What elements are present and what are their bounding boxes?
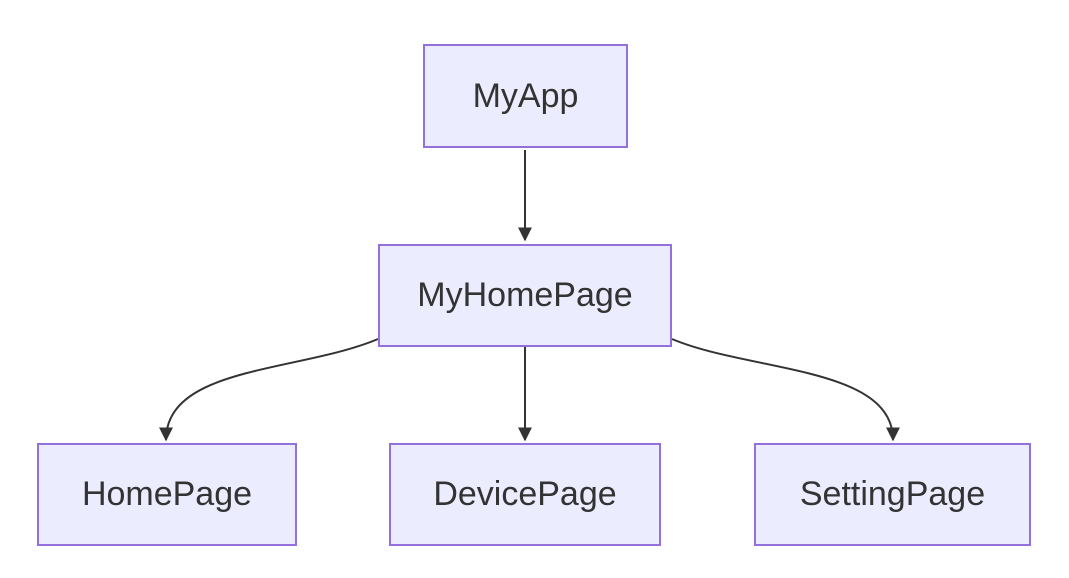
node-myapp-label: MyApp (472, 76, 579, 115)
edge-myhomepage-to-settingpage (671, 338, 900, 442)
node-settingpage-label: SettingPage (799, 475, 986, 514)
edge-myhomepage-to-homepage (159, 338, 379, 442)
node-myhomepage-label: MyHomePage (417, 276, 633, 315)
node-myhomepage: MyHomePage (378, 244, 672, 347)
node-devicepage-label: DevicePage (433, 475, 617, 514)
node-devicepage: DevicePage (389, 443, 661, 546)
node-settingpage: SettingPage (754, 443, 1031, 546)
node-homepage: HomePage (37, 443, 297, 546)
node-myapp: MyApp (423, 44, 628, 148)
node-homepage-label: HomePage (81, 475, 253, 514)
